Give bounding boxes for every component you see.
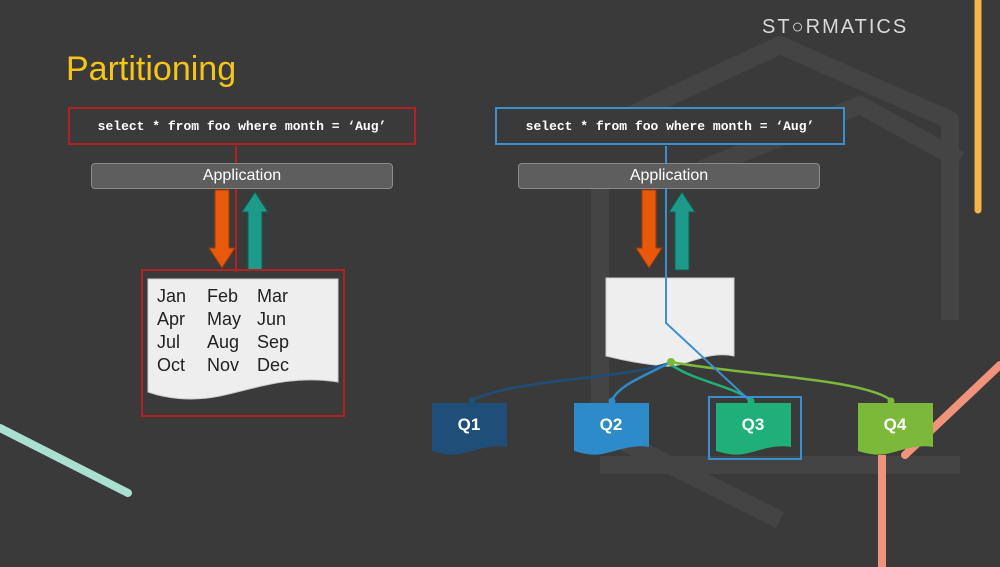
partition-q1-document: [432, 403, 507, 455]
response-arrow-right: [668, 191, 696, 271]
request-arrow-right: [635, 189, 663, 269]
partition-label-q4: Q4: [883, 415, 907, 434]
application-bar-left: Application: [91, 163, 393, 189]
month-cell: Dec: [257, 355, 290, 375]
left-table-highlight-box: [141, 269, 345, 417]
right-query-connector: [665, 146, 750, 401]
month-cell: Aug: [207, 332, 240, 352]
left-query-box: select * from foo where month = ‘Aug’: [68, 107, 416, 145]
month-cell: Feb: [207, 286, 239, 306]
connector-q4: [670, 360, 892, 402]
months-grid: Jan Feb Mar Apr May Jun Jul Aug Sep Oct …: [157, 285, 307, 377]
response-arrow-left: [241, 191, 269, 271]
request-arrow-left: [208, 189, 236, 269]
q3-highlight-box: [708, 396, 802, 460]
month-cell: Nov: [207, 355, 240, 375]
partition-q2-document: [574, 403, 649, 455]
months-row: Apr May Jun: [157, 308, 307, 331]
connector-q1: [471, 361, 670, 402]
month-cell: Apr: [157, 309, 186, 329]
months-row: Jul Aug Sep: [157, 331, 307, 354]
partition-q4-document: [858, 403, 933, 455]
partition-hub-dot: [667, 358, 675, 366]
month-cell: Oct: [157, 355, 186, 375]
partition-label-q3: Q3: [741, 415, 765, 434]
connector-q2: [610, 361, 670, 401]
partition-label-q2: Q2: [599, 415, 623, 434]
stormatics-logo: ST○RMATICS: [762, 16, 909, 38]
month-cell: Jan: [157, 286, 187, 306]
partition-q3-document: [716, 403, 791, 455]
month-cell: Jun: [257, 309, 287, 329]
month-cell: Sep: [257, 332, 290, 352]
parent-table-document: [605, 277, 735, 367]
month-cell: Mar: [257, 286, 288, 306]
mint-accent-line: [0, 424, 132, 497]
left-table-document: [147, 278, 339, 400]
page-title: Partitioning: [66, 50, 237, 88]
application-bar-right: Application: [518, 163, 820, 189]
months-row: Oct Nov Dec: [157, 354, 307, 377]
partition-label-q1: Q1: [457, 415, 481, 434]
months-row: Jan Feb Mar: [157, 285, 307, 308]
right-query-box: select * from foo where month = ‘Aug’: [495, 107, 845, 145]
month-cell: Jul: [157, 332, 181, 352]
month-cell: May: [207, 309, 242, 329]
